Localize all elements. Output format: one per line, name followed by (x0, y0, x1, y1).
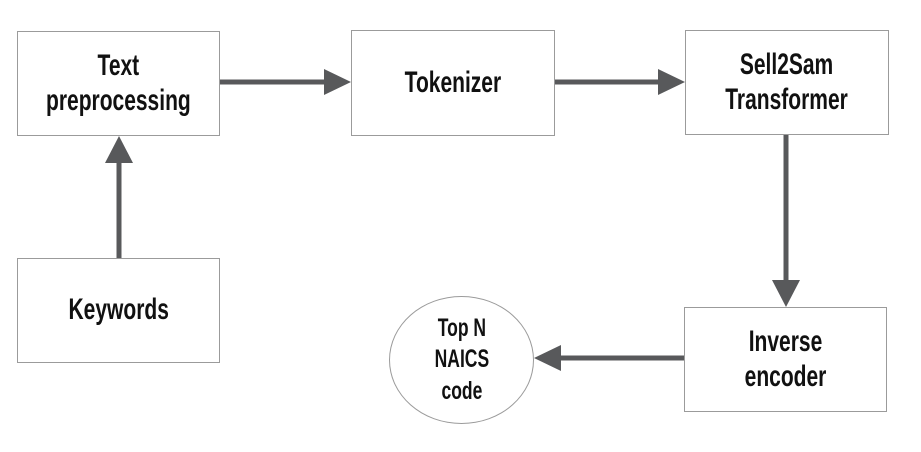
arrow-text-preprocessing-to-tokenizer (220, 67, 351, 97)
node-tokenizer: Tokenizer (351, 30, 555, 136)
node-label: Sell2Sam Transformer (725, 48, 849, 116)
arrow-tokenizer-to-sell2sam-transformer (555, 67, 685, 97)
arrowhead-right-icon (324, 69, 351, 95)
node-label: Text preprocessing (46, 49, 191, 117)
arrowhead-right-icon (658, 69, 685, 95)
arrow-shaft (783, 135, 789, 283)
arrow-inverse-encoder-to-top-n-naics-code (534, 343, 684, 373)
arrow-shaft (555, 79, 661, 85)
arrowhead-left-icon (534, 345, 561, 371)
arrowhead-down-icon (772, 280, 800, 307)
node-top-n-naics-code: Top N NAICS code (389, 296, 534, 424)
node-inverse-encoder: Inverse encoder (684, 307, 887, 412)
node-sell2sam-transformer: Sell2Sam Transformer (685, 30, 889, 135)
node-label: Tokenizer (404, 65, 502, 99)
node-label: Keywords (68, 293, 169, 327)
node-label: Inverse encoder (744, 325, 827, 393)
arrow-shaft (220, 79, 327, 85)
arrow-keywords-to-text-preprocessing (104, 136, 134, 258)
arrow-shaft (558, 355, 684, 361)
node-keywords: Keywords (17, 258, 220, 363)
arrow-sell2sam-transformer-to-inverse-encoder (771, 135, 801, 307)
node-text-preprocessing: Text preprocessing (17, 31, 220, 136)
arrowhead-up-icon (105, 136, 133, 163)
node-label: Top N NAICS code (434, 314, 489, 405)
arrow-shaft (116, 160, 122, 258)
